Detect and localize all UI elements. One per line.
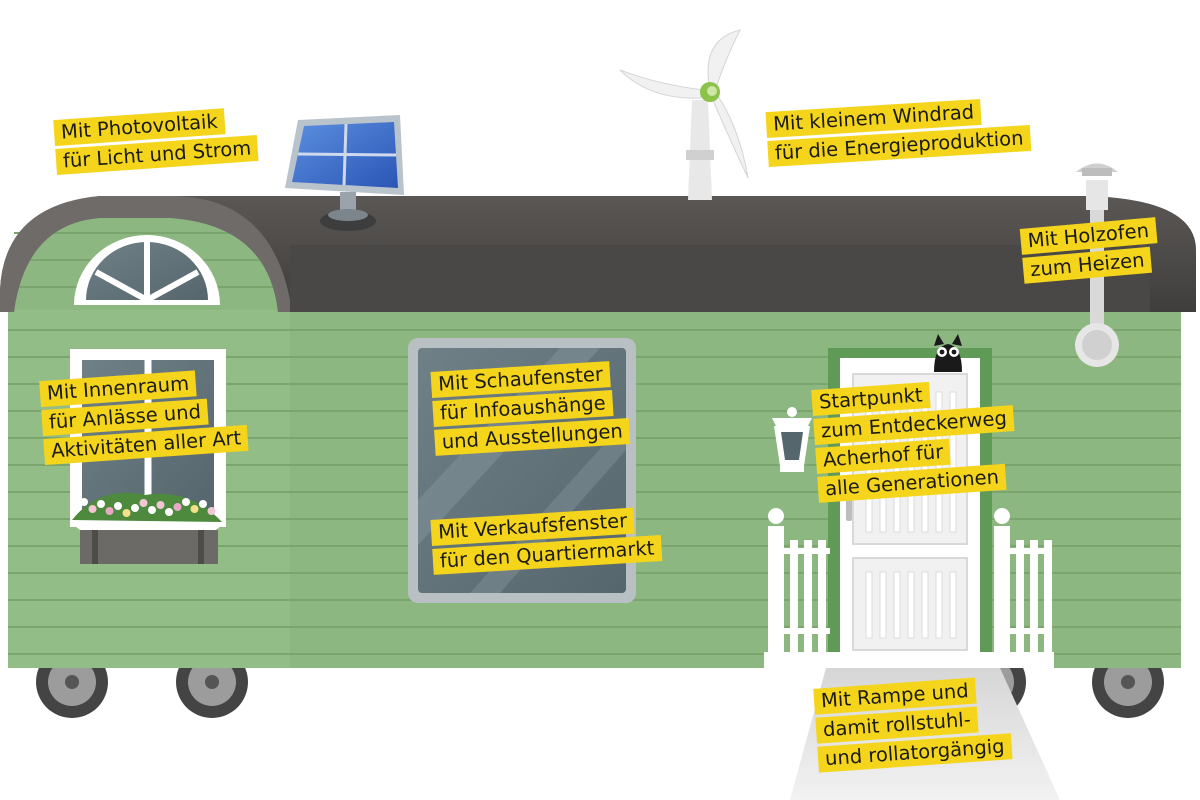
roof [0,196,1196,312]
flower [131,504,139,512]
fence-picket [1016,540,1024,652]
flower [88,505,97,513]
flower [165,508,173,516]
fence-picket [1030,540,1038,652]
flower [199,500,207,508]
flower [97,500,105,508]
fence-picket [790,540,798,652]
wind-turbine-icon [619,29,749,200]
flower [105,507,114,515]
door-bar [893,571,901,639]
door-bar [907,571,915,639]
fence-post-cap [994,508,1010,524]
flower [182,498,190,506]
arched-window [74,235,220,305]
fence-post [768,526,784,656]
picket-fences [768,508,1052,656]
door-bar [949,571,957,639]
fence-rail [768,548,830,554]
flower [207,507,216,515]
fence-post [994,526,1010,656]
label-startpunkt: Startpunkt zum Entdeckerweg Acherhof für… [811,376,1019,506]
fence-post-cap [768,508,784,524]
label-schaufenster: Mit Schaufenster für Infoaushänge und Au… [430,360,631,459]
door-bar [935,571,943,639]
flower [139,499,148,507]
label-rampe: Mit Rampe und damit rollstuhl- und rolla… [813,675,1013,775]
label-holzofen: Mit Holzofen zum Heizen [1019,217,1160,287]
flower [114,502,122,510]
flower [156,501,165,509]
fence-picket [1044,540,1052,652]
flower [190,505,199,513]
fence-rail [768,628,830,634]
lantern-icon [772,407,812,472]
solar-panel-icon [285,115,404,231]
door-bar [921,571,929,639]
door-bar [865,571,873,639]
flower [122,509,131,517]
flower [148,506,156,514]
flower [173,503,182,511]
fence-picket [804,540,812,652]
flower [80,498,88,506]
fence-picket [818,540,826,652]
label-innenraum: Mit Innenraum für Anlässe und Aktivitäte… [39,367,250,468]
door-bar [879,571,887,639]
flowers [80,498,216,517]
owl-icon [934,334,962,372]
